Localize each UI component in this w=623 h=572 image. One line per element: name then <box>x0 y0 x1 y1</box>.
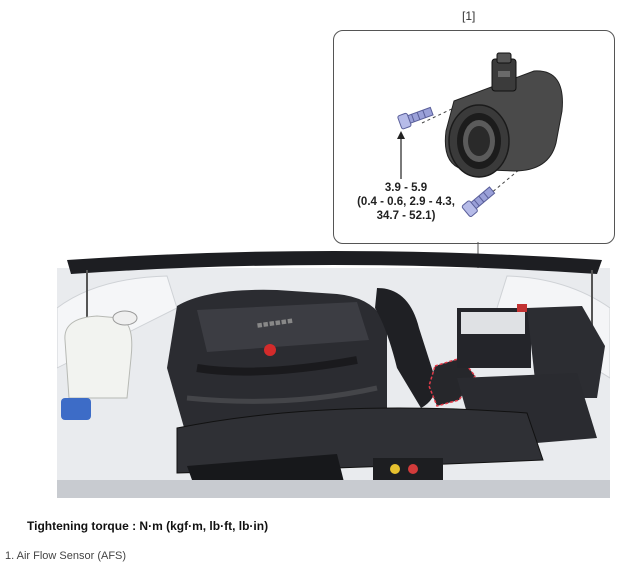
air-flow-sensor-icon <box>444 52 563 178</box>
torque-line-3: 34.7 - 52.1) <box>376 210 436 222</box>
legend-item-afs: 1. Air Flow Sensor (AFS) <box>5 550 127 562</box>
bolt-icon <box>397 106 434 130</box>
bolt-icon <box>461 186 496 217</box>
torque-line-1: 3.9 - 5.9 <box>384 182 428 194</box>
torque-line-2: (0.4 - 0.6, 2.9 - 4.3, <box>357 196 455 208</box>
engine-bay-photo: ▪▪▪▪▪▪ <box>57 251 610 498</box>
detail-inset <box>333 30 615 244</box>
callout-reference: [1] <box>462 9 476 23</box>
torque-specification: 3.9 - 5.9 (0.4 - 0.6, 2.9 - 4.3, 34.7 - … <box>346 181 466 223</box>
afs-sensor-illustration <box>397 52 563 217</box>
tightening-torque-caption: Tightening torque : N·m (kgf·m, lb·ft, l… <box>27 519 269 533</box>
